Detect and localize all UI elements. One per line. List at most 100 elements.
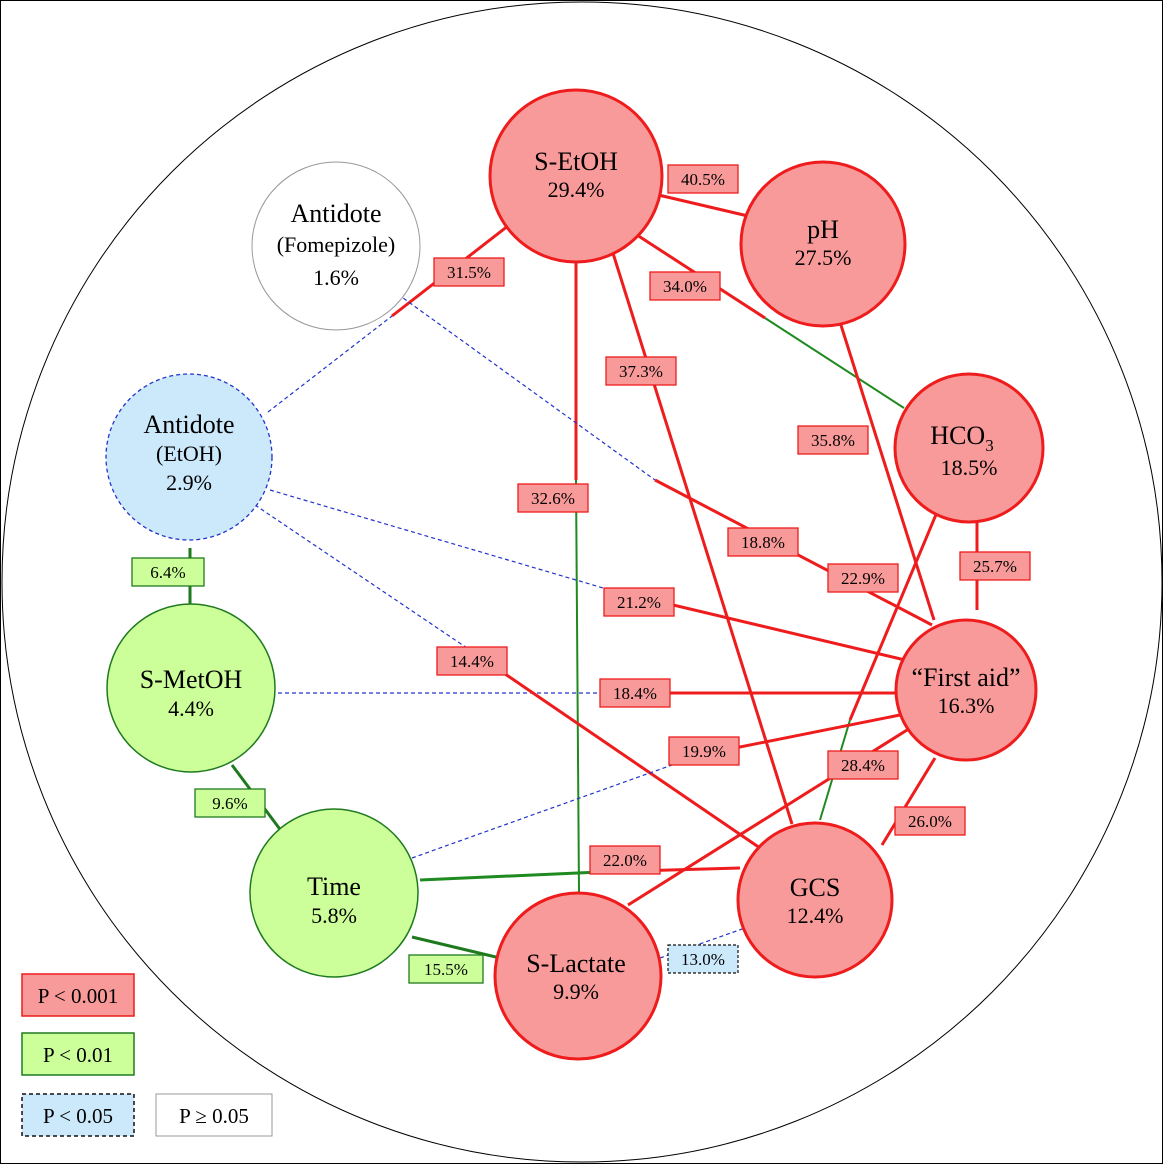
svg-text:19.9%: 19.9%	[682, 742, 726, 761]
node-setoh-pct: 29.4%	[548, 177, 605, 202]
node-antidote-fome-sub: (Fomepizole)	[277, 232, 396, 257]
svg-text:13.0%: 13.0%	[681, 950, 725, 969]
node-antidote-etoh: Antidote (EtOH) 2.9%	[105, 373, 273, 541]
node-smetoh-name: S-MetOH	[140, 665, 243, 694]
node-slactate: S-Lactate 9.9%	[493, 891, 663, 1061]
node-hco3-subscript: 3	[985, 436, 994, 455]
edge-label-time-gcs: 22.0%	[589, 845, 661, 875]
edge-label-antidote-fome-firstaid: 18.8%	[727, 527, 799, 557]
edge-label-setoh-ph: 40.5%	[667, 164, 739, 194]
edge-label-slactate-gcs: 13.0%	[667, 944, 739, 974]
nodes: S-EtOH 29.4% pH 27.5% HCO3 18.5% “First …	[105, 88, 1045, 1061]
node-firstaid-circle	[894, 618, 1038, 762]
svg-text:32.6%: 32.6%	[531, 489, 575, 508]
svg-text:P < 0.001: P < 0.001	[38, 984, 119, 1008]
svg-text:35.8%: 35.8%	[811, 431, 855, 450]
edge-label-time-firstaid: 19.9%	[668, 736, 740, 766]
node-slactate-name: S-Lactate	[526, 949, 626, 978]
edge-label-setoh-hco3: 34.0%	[649, 271, 721, 301]
svg-text:37.3%: 37.3%	[619, 362, 663, 381]
node-slactate-pct: 9.9%	[553, 979, 599, 1004]
node-firstaid: “First aid” 16.3%	[894, 618, 1038, 762]
edge-ph-firstaid	[838, 321, 936, 621]
edge-time-slactate	[411, 935, 501, 960]
node-gcs-pct: 12.4%	[787, 903, 844, 928]
node-time: Time 5.8%	[249, 808, 419, 978]
node-antidote-etoh-sub: (EtOH)	[156, 441, 222, 466]
edge-label-time-slactate: 15.5%	[408, 954, 484, 984]
svg-text:18.8%: 18.8%	[741, 533, 785, 552]
node-antidote-etoh-name: Antidote	[144, 410, 235, 439]
edge-label-setoh-antidote-fome: 31.5%	[433, 257, 505, 287]
node-ph-circle	[739, 160, 907, 328]
edge-setoh-slactate	[574, 262, 580, 894]
edge-setoh-ph	[649, 191, 749, 218]
legend-item-p05: P < 0.05	[21, 1093, 135, 1137]
node-ph-name: pH	[807, 215, 839, 244]
edge-label-smetoh-firstaid: 18.4%	[599, 678, 671, 708]
legend-item-p001: P < 0.001	[21, 973, 135, 1017]
node-hco3-circle	[893, 372, 1045, 524]
node-gcs-name: GCS	[790, 873, 841, 902]
legend-item-ns: P ≥ 0.05	[155, 1093, 273, 1137]
svg-text:18.4%: 18.4%	[613, 684, 657, 703]
edge-label-hco3-gcs: 22.9%	[827, 563, 899, 593]
node-antidote-etoh-circle	[105, 373, 273, 541]
edge-antidote-etoh-gcs	[254, 504, 761, 850]
svg-text:P < 0.05: P < 0.05	[43, 1104, 113, 1128]
edge-setoh-gcs	[610, 249, 794, 825]
edge-label-hco3-firstaid: 25.7%	[959, 551, 1031, 581]
node-antidote-fome-pct: 1.6%	[313, 265, 359, 290]
node-antidote-etoh-pct: 2.9%	[166, 470, 212, 495]
node-hco3-pct: 18.5%	[941, 455, 998, 480]
edge-firstaid-gcs	[880, 757, 937, 846]
svg-text:34.0%: 34.0%	[663, 277, 707, 296]
node-firstaid-pct: 16.3%	[938, 693, 995, 718]
svg-text:21.2%: 21.2%	[617, 593, 661, 612]
node-slactate-circle	[493, 891, 663, 1061]
node-time-name: Time	[307, 872, 361, 901]
legend-item-p01: P < 0.01	[21, 1032, 135, 1076]
edge-label-antidote-etoh-smetoh: 6.4%	[131, 557, 205, 587]
node-setoh: S-EtOH 29.4%	[488, 88, 664, 264]
svg-text:26.0%: 26.0%	[908, 812, 952, 831]
node-antidote-fome-name: Antidote	[291, 199, 382, 228]
edge-label-smetoh-time: 9.6%	[194, 788, 266, 818]
node-hco3: HCO3 18.5%	[893, 372, 1045, 524]
node-firstaid-name: “First aid”	[911, 663, 1020, 692]
edge-label-firstaid-gcs: 26.0%	[894, 806, 966, 836]
edge-label-setoh-gcs: 37.3%	[605, 356, 677, 386]
edge-label-antidote-etoh-firstaid: 21.2%	[603, 587, 675, 617]
edge-label-slactate-firstaid: 28.4%	[827, 750, 899, 780]
svg-text:28.4%: 28.4%	[841, 756, 885, 775]
svg-text:22.0%: 22.0%	[603, 851, 647, 870]
node-gcs-circle	[736, 821, 894, 979]
node-hco3-name: HCO3	[930, 421, 993, 455]
edge-antidote-etoh-fome	[267, 315, 393, 413]
svg-text:P < 0.01: P < 0.01	[43, 1043, 113, 1067]
node-gcs: GCS 12.4%	[736, 821, 894, 979]
node-smetoh-circle	[106, 603, 276, 773]
svg-text:40.5%: 40.5%	[681, 170, 725, 189]
node-setoh-circle	[488, 88, 664, 264]
node-setoh-name: S-EtOH	[534, 147, 618, 176]
edge-label-ph-firstaid: 35.8%	[797, 425, 869, 455]
svg-text:25.7%: 25.7%	[973, 557, 1017, 576]
svg-text:22.9%: 22.9%	[841, 569, 885, 588]
node-smetoh: S-MetOH 4.4%	[106, 603, 276, 773]
legend: P < 0.001 P < 0.01 P < 0.05 P ≥ 0.05	[21, 973, 273, 1137]
node-time-pct: 5.8%	[311, 903, 357, 928]
svg-text:15.5%: 15.5%	[424, 960, 468, 979]
svg-text:P ≥ 0.05: P ≥ 0.05	[179, 1104, 249, 1128]
node-ph: pH 27.5%	[739, 160, 907, 328]
edge-labels: 40.5% 31.5% 34.0% 37.3% 32.6% 35.8% 25.7…	[131, 164, 1031, 984]
node-ph-pct: 27.5%	[795, 245, 852, 270]
node-antidote-fome: Antidote (Fomepizole) 1.6%	[251, 161, 421, 331]
svg-text:31.5%: 31.5%	[447, 263, 491, 282]
svg-text:9.6%: 9.6%	[212, 794, 247, 813]
svg-text:14.4%: 14.4%	[450, 652, 494, 671]
edge-label-setoh-slactate: 32.6%	[517, 483, 589, 513]
svg-text:6.4%: 6.4%	[150, 563, 185, 582]
